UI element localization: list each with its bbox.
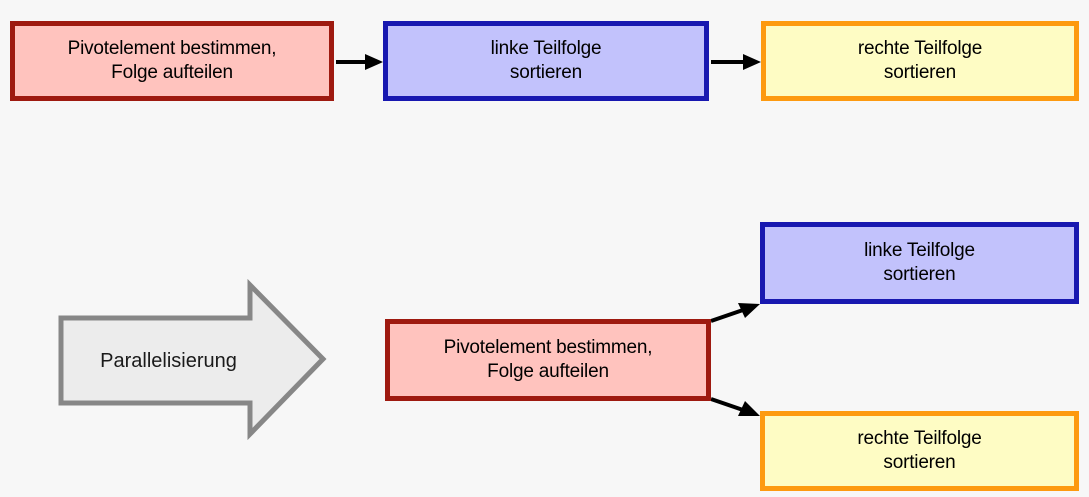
node-sequential-right-subsequence[interactable]: rechte Teilfolge sortieren xyxy=(761,21,1079,101)
arrow-par-to-lower-branch xyxy=(710,397,760,416)
arrow-seq-1-to-2 xyxy=(336,54,383,70)
node-sequential-left-subsequence[interactable]: linke Teilfolge sortieren xyxy=(383,21,709,101)
node-parallel-left-subsequence[interactable]: linke Teilfolge sortieren xyxy=(760,222,1079,304)
parallelisierung-label: Parallelisierung xyxy=(100,350,237,372)
node-parallel-right-subsequence[interactable]: rechte Teilfolge sortieren xyxy=(760,411,1079,491)
node-parallel-pivot[interactable]: Pivotelement bestimmen, Folge aufteilen xyxy=(385,319,711,401)
node-sequential-pivot[interactable]: Pivotelement bestimmen, Folge aufteilen xyxy=(10,21,334,101)
parallelisierung-arrow-shape xyxy=(58,278,327,441)
arrow-seq-2-to-3 xyxy=(711,54,761,70)
arrow-par-to-upper-branch xyxy=(710,303,760,323)
